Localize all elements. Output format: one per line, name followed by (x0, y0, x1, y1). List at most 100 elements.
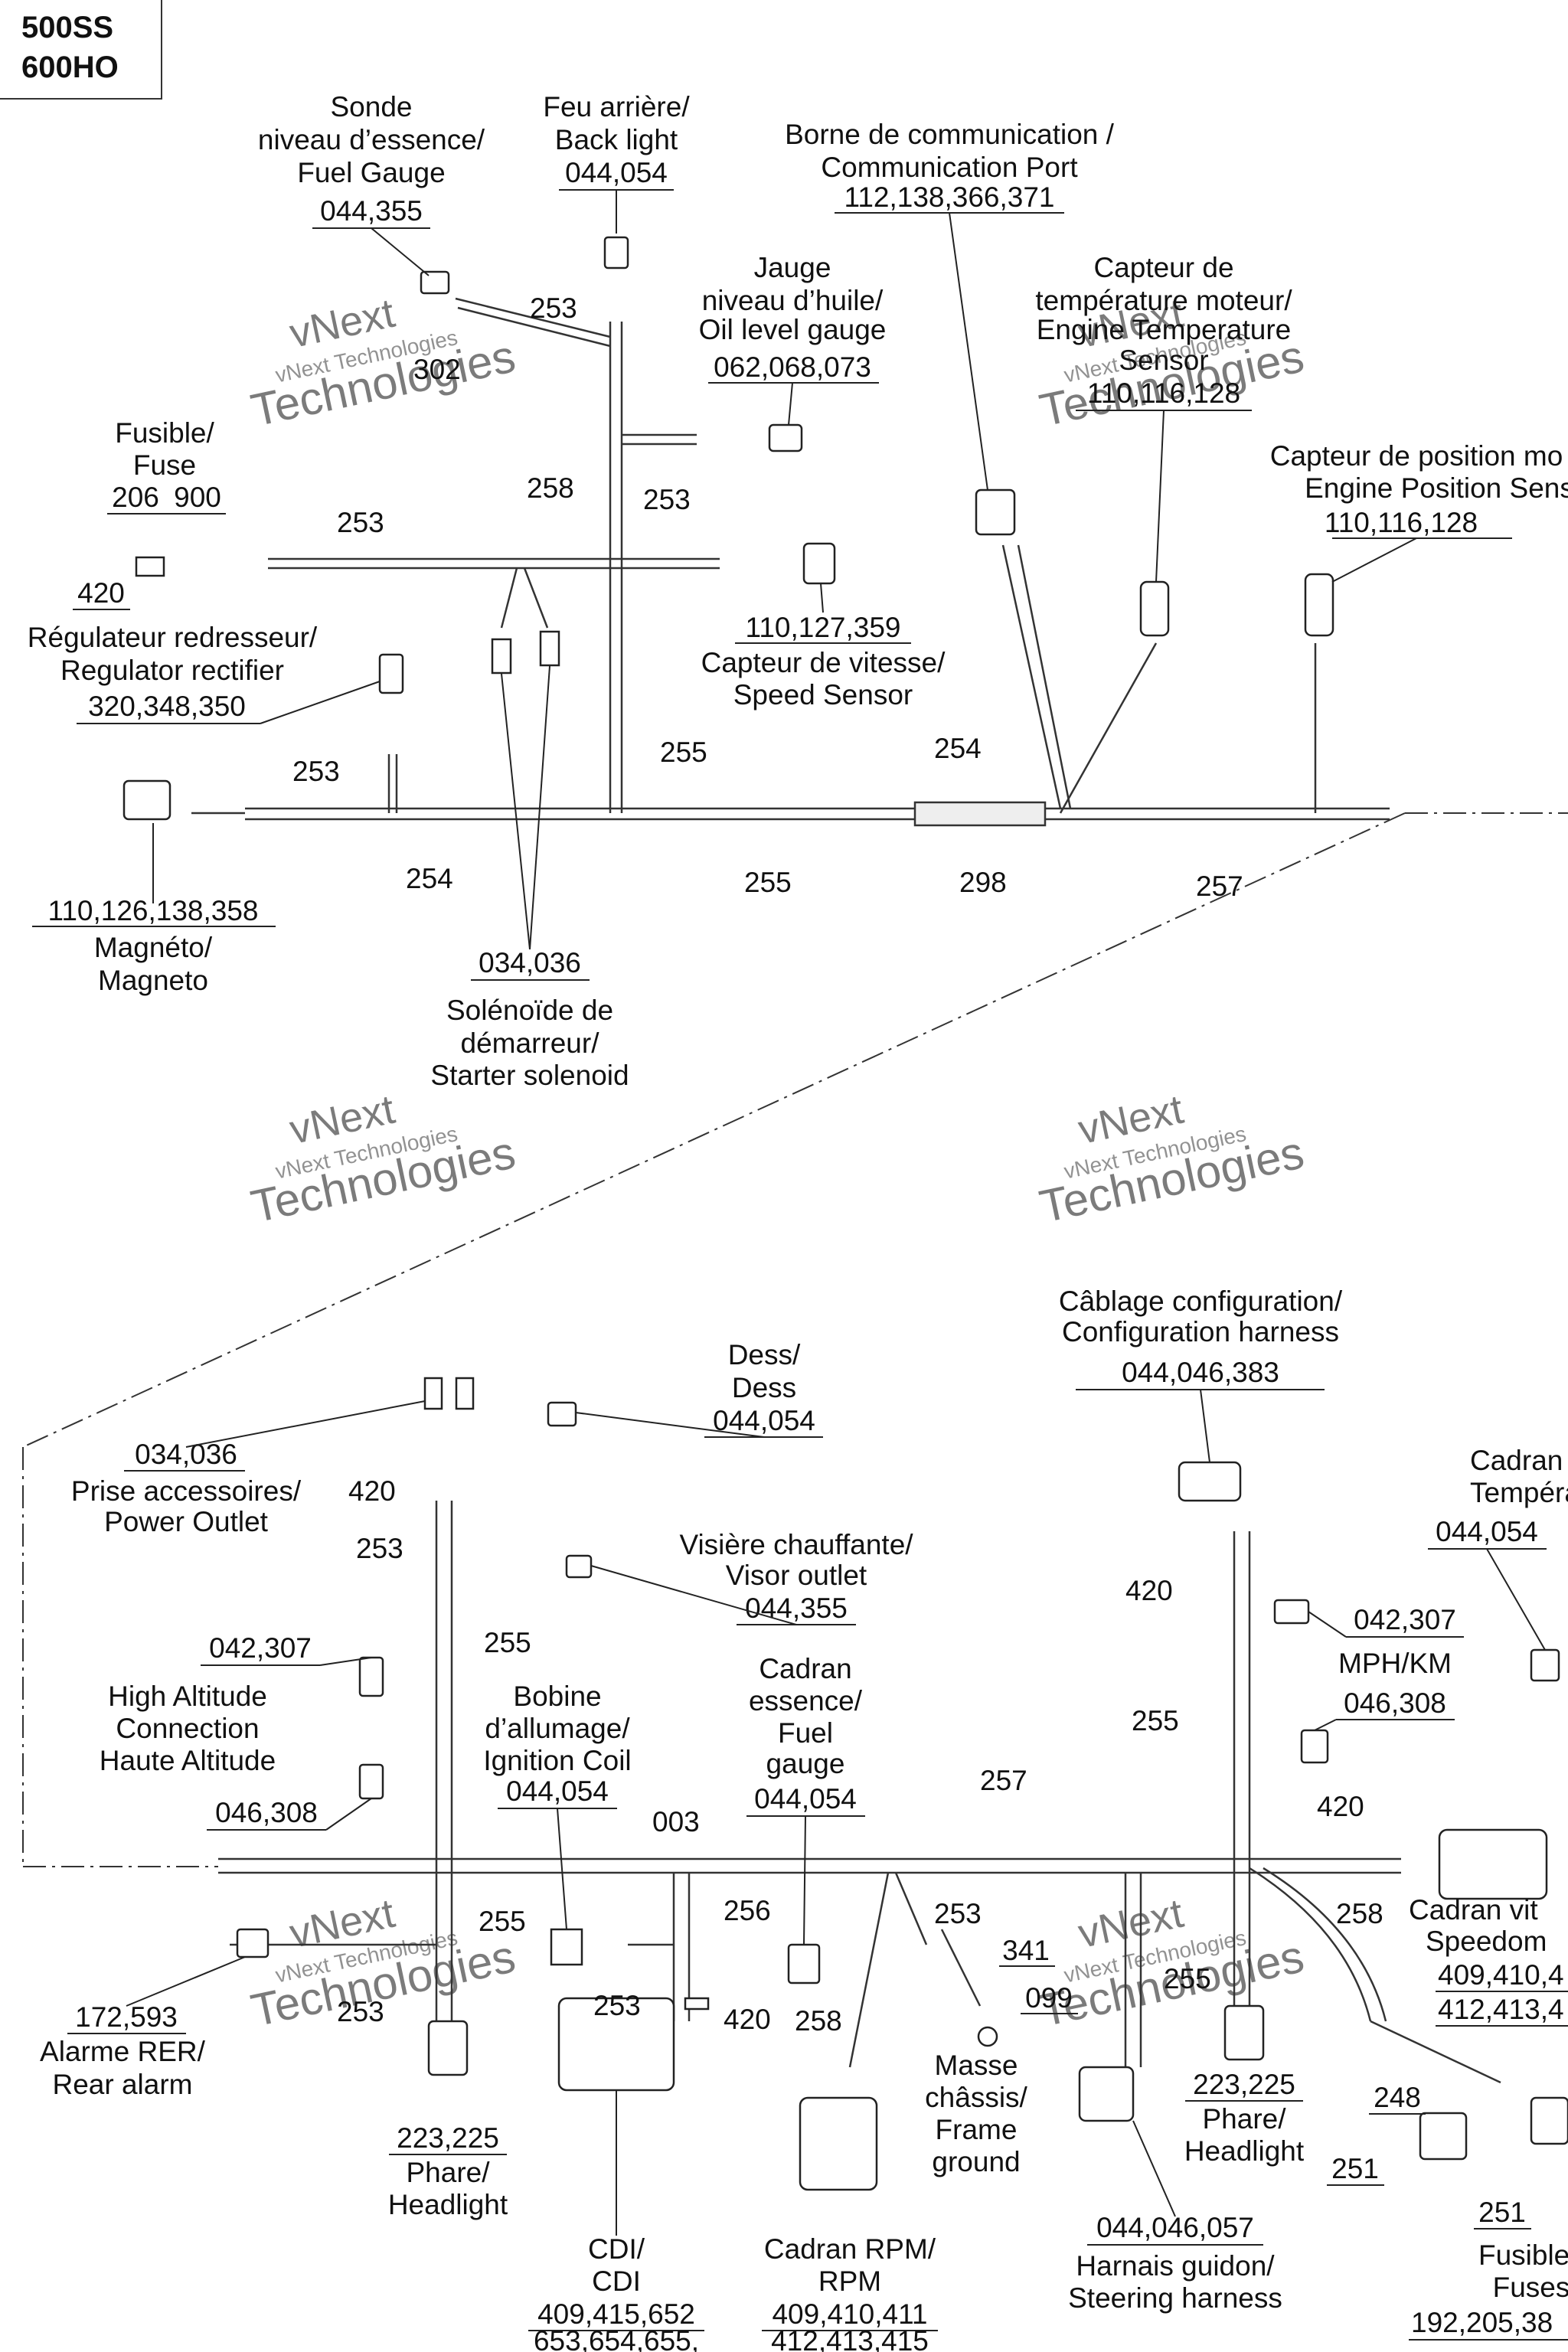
fuses-en: Fuses (1493, 2272, 1568, 2303)
headlight-left-fr: Phare/ (406, 2157, 490, 2188)
headlight-right-en: Headlight (1184, 2135, 1305, 2167)
fuse-n3: 420 (77, 577, 125, 609)
left-046-connector (358, 1763, 384, 1800)
dess-en: Dess (732, 1372, 796, 1403)
fuel-sender-num: 044,355 (320, 195, 423, 227)
ignition-coil-connector (550, 1928, 583, 1966)
engine-temp-num: 110,116,128 (1087, 377, 1240, 409)
solenoid-fr2: démarreur/ (461, 1027, 600, 1059)
visor-fr: Visière chauffante/ (679, 1529, 913, 1560)
rpm-connector (799, 2096, 878, 2191)
power-outlet-fr: Prise accessoires/ (71, 1475, 302, 1507)
temp-gauge-connector (1530, 1648, 1560, 1682)
oil-level-fr1: Jauge (754, 252, 831, 283)
speedo-en: Speedom (1426, 1926, 1547, 1957)
solenoid-en: Starter solenoid (430, 1060, 629, 1091)
steering-num: 044,046,057 (1096, 2212, 1254, 2243)
model-600ho: 600HO (21, 51, 119, 84)
wire-ref: 258 (527, 472, 574, 504)
fuses-num: 192,205,38 (1411, 2307, 1553, 2338)
wire-ref: 298 (959, 867, 1007, 898)
regulator-num: 320,348,350 (88, 691, 246, 722)
wire-ref: 253 (934, 1898, 982, 1929)
top-labels: Sonde niveau d’essence/ Fuel Gauge 044,3… (28, 91, 1568, 1091)
temp-gauge-num: 044,054 (1436, 1516, 1538, 1547)
config-harness-fr: Câblage configuration/ (1059, 1285, 1343, 1317)
wire-ref: 255 (484, 1627, 531, 1658)
fuel-dial-num: 044,054 (754, 1783, 857, 1815)
cdi-fr: CDI/ (588, 2233, 645, 2265)
bottom-wire-refs: 420 253 255 003 257 255 256 253 258 253 … (337, 1475, 1383, 2037)
headlight-right-connector (1223, 2004, 1265, 2061)
mph-km-connector-2 (1300, 1729, 1329, 1764)
wire-ref: 253 (337, 507, 384, 538)
fuse-n2: 900 (174, 482, 221, 513)
wire-ref: 255 (660, 737, 707, 768)
comm-port-fr: Borne de communication / (785, 119, 1115, 150)
oil-level-fr2: niveau d’huile/ (702, 285, 884, 316)
section-divider (22, 812, 1568, 1867)
high-alt-connector (358, 1656, 384, 1697)
speed-sensor-fr: Capteur de vitesse/ (701, 647, 946, 678)
mph-km-num2: 046,308 (1344, 1687, 1446, 1719)
magneto-fr: Magnéto/ (94, 932, 213, 963)
wire-ref: 253 (356, 1533, 403, 1564)
power-outlet-connector-1 (423, 1377, 443, 1410)
bottom-harness (218, 1501, 1501, 2084)
engine-pos-en: Engine Position Sens (1305, 472, 1568, 504)
wire-ref: 003 (652, 1806, 700, 1838)
rpm-num2: 412,413,415 (771, 2325, 929, 2352)
left-046-num: 046,308 (215, 1797, 318, 1828)
fuses-n248: 248 (1374, 2082, 1421, 2113)
fuel-sender-connector (420, 270, 450, 295)
visor-en: Visor outlet (726, 1560, 867, 1591)
fuel-dial-fr1: Cadran (759, 1653, 851, 1684)
frame-ground-en2: ground (932, 2146, 1020, 2177)
engine-temp-fr2: température moteur/ (1035, 285, 1292, 316)
visor-num: 044,355 (745, 1592, 848, 1624)
engine-temp-fr1: Capteur de (1093, 252, 1233, 283)
comm-port-num: 112,138,366,371 (844, 181, 1054, 213)
top-wire-refs: 253 302 258 253 253 253 255 254 254 255 … (292, 292, 1243, 902)
rear-alarm-en: Rear alarm (53, 2069, 193, 2100)
speedo-num1: 409,410,4 (1438, 1959, 1564, 1991)
wire-ref: 420 (1125, 1575, 1173, 1606)
engine-temp-connector (1139, 580, 1170, 637)
power-outlet-connector-2 (455, 1377, 475, 1410)
wire-ref: 254 (406, 863, 453, 894)
rear-alarm-connector (236, 1928, 270, 1958)
model-500ss: 500SS (21, 11, 114, 44)
wire-ref: 258 (795, 2005, 842, 2037)
oil-level-connector (768, 423, 803, 452)
fuse-holder (135, 556, 165, 577)
back-light-num: 044,054 (565, 157, 668, 188)
fuel-sender-fr2: niveau d’essence/ (258, 124, 485, 155)
headlight-left-connector (427, 2020, 469, 2076)
steering-connector (1078, 2066, 1135, 2122)
top-harness (191, 297, 1390, 827)
fuel-gauge-connector (787, 1943, 821, 1984)
headlight-left-num: 223,225 (397, 2122, 499, 2154)
comm-port-connector (975, 488, 1016, 536)
fuel-dial-en2: gauge (766, 1748, 845, 1779)
headlight-right-fr: Phare/ (1202, 2103, 1286, 2135)
high-alt-num: 042,307 (209, 1632, 312, 1664)
high-alt-en1: High Altitude (108, 1681, 267, 1712)
wire-ref: 420 (348, 1475, 396, 1507)
wire-ref: 257 (980, 1765, 1027, 1796)
solenoid-connector-1 (491, 638, 512, 675)
config-harness-num: 044,046,383 (1122, 1357, 1279, 1388)
wire-ref: 253 (530, 292, 577, 324)
wire-ref: 420 (724, 2004, 771, 2035)
speed-sensor-en: Speed Sensor (733, 679, 913, 710)
wire-ref: 254 (934, 733, 982, 764)
wire-ref: 253 (593, 1990, 641, 2021)
dess-connector (547, 1401, 577, 1427)
wire-ref: 255 (1164, 1963, 1211, 1994)
frame-ground-en1: Frame (936, 2114, 1018, 2145)
engine-temp-en1: Engine Temperature (1037, 314, 1292, 345)
speed-sensor-connector (802, 542, 836, 585)
wire-ref: 256 (724, 1895, 771, 1926)
fuel-dial-en1: Fuel (778, 1717, 833, 1749)
fuses-fr: Fusibles/ (1478, 2239, 1568, 2271)
